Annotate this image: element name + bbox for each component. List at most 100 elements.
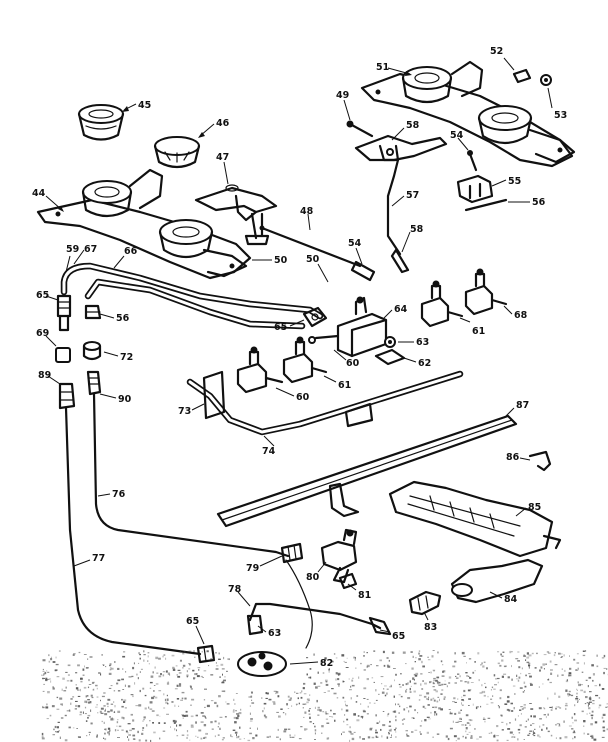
fitting-56-left [84, 304, 102, 320]
callout-label: 65 [274, 322, 287, 333]
callout-label: 85 [528, 502, 541, 513]
manifold-tube-66 [60, 262, 324, 320]
spacer-69 [55, 347, 71, 363]
valve-61-lower [282, 336, 328, 384]
callout-label: 48 [300, 206, 314, 217]
callout-61a: 61 [459, 317, 485, 337]
callout-label: 60 [346, 358, 360, 369]
callout-label: 77 [92, 553, 105, 564]
callout-label: 45 [138, 100, 151, 111]
ignitor-bracket-47 [194, 184, 278, 246]
callout-76: 76 [97, 489, 126, 500]
callout-55: 55 [491, 176, 521, 187]
callout-label: 72 [120, 352, 133, 363]
callout-label: 58 [410, 224, 424, 235]
callout-54a: 54 [450, 130, 469, 151]
callout-label: 66 [124, 246, 138, 257]
callout-label: 67 [84, 244, 97, 255]
fitting-65-bottom [196, 644, 216, 664]
callout-77: 77 [73, 553, 105, 567]
callout-64: 64 [383, 304, 408, 319]
support-rail-87 [216, 414, 518, 528]
nut-81 [338, 572, 358, 590]
callout-label: 68 [514, 310, 528, 321]
tube-77 [64, 406, 202, 656]
callout-58a: 58 [391, 120, 420, 141]
callout-label: 59 [66, 244, 79, 255]
callout-50a: 50 [252, 255, 288, 266]
callout-48: 48 [300, 206, 314, 231]
left-burner-assembly [36, 168, 252, 280]
callout-87: 87 [503, 400, 529, 419]
callout-53: 53 [547, 87, 567, 121]
right-burner-assembly [346, 60, 576, 212]
nut-65-tube-end [302, 306, 328, 328]
callout-85: 85 [515, 502, 541, 517]
callout-56b: 56 [99, 313, 130, 324]
callout-82: 82 [289, 658, 333, 669]
callout-label: 47 [216, 152, 229, 163]
callout-label: 63 [416, 337, 429, 348]
callout-label: 78 [228, 584, 242, 595]
callout-63b: 63 [257, 625, 281, 639]
callout-label: 52 [490, 46, 503, 57]
fitting-65-top [56, 294, 72, 332]
main-manifold-74 [186, 370, 464, 436]
callout-57: 57 [391, 190, 419, 207]
callout-label: 58 [406, 120, 420, 131]
clip-62 [374, 348, 406, 366]
callout-61b: 61 [323, 375, 351, 391]
callout-label: 50 [274, 255, 288, 266]
scan-noise [41, 650, 608, 742]
callout-label: 51 [376, 62, 389, 73]
burner-tube-84 [450, 558, 544, 604]
callout-label: 65 [186, 616, 199, 627]
valve-64 [308, 296, 388, 358]
valve-68 [464, 268, 508, 316]
callout-60a: 60 [333, 349, 360, 369]
callout-label: 65 [392, 631, 405, 642]
callout-label: 50 [306, 254, 320, 265]
callout-label: 46 [216, 118, 230, 129]
callout-78: 78 [228, 584, 251, 607]
callout-label: 89 [38, 370, 51, 381]
callout-49: 49 [336, 90, 351, 121]
fitting-89 [58, 382, 76, 410]
callout-65c: 65 [379, 629, 405, 642]
callout-label: 54 [450, 130, 464, 141]
callout-68: 68 [503, 305, 528, 321]
callout-label: 90 [118, 394, 132, 405]
callout-60b: 60 [275, 387, 310, 403]
callout-label: 62 [418, 358, 431, 369]
callout-86: 86 [506, 452, 531, 463]
valve-61-upper [420, 280, 464, 328]
manifold-tube-67 [84, 278, 306, 330]
callout-90: 90 [99, 393, 132, 405]
callout-65b: 65 [274, 319, 305, 333]
callout-50b: 50 [306, 254, 329, 283]
callout-69: 69 [36, 328, 57, 347]
callout-58b: 58 [401, 224, 424, 253]
callout-label: 63 [268, 628, 281, 639]
callout-label: 74 [262, 446, 276, 457]
tube-76 [92, 392, 290, 558]
callout-89: 89 [38, 370, 61, 385]
callout-label: 65 [36, 290, 49, 301]
callout-66: 66 [113, 246, 138, 269]
callout-label: 86 [506, 452, 520, 463]
callout-label: 55 [508, 176, 521, 187]
callout-52: 52 [490, 46, 515, 71]
callout-label: 82 [320, 658, 333, 669]
callout-label: 60 [296, 392, 310, 403]
tube-78 [246, 602, 392, 636]
callout-63: 63 [398, 337, 429, 348]
callout-54b: 54 [348, 238, 363, 265]
callout-label: 76 [112, 489, 126, 500]
callout-47: 47 [216, 152, 229, 185]
callout-83: 83 [423, 611, 437, 633]
callout-label: 56 [532, 197, 546, 208]
callout-label: 73 [178, 406, 191, 417]
burner-cap-45 [77, 104, 125, 141]
fitting-90 [86, 370, 102, 396]
